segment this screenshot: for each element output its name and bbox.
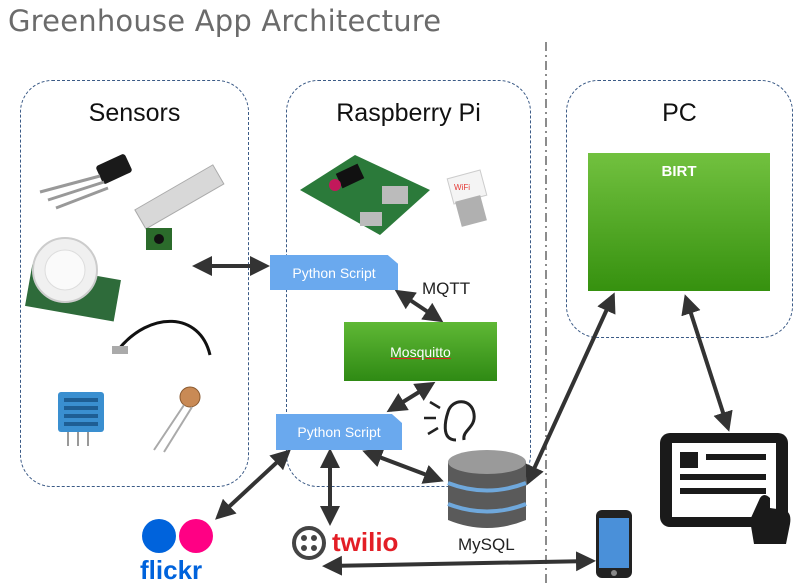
twilio-label: twilio: [332, 527, 399, 557]
probe-sensor-icon: [112, 319, 212, 356]
birt-label: BIRT: [661, 163, 697, 180]
twilio-logo-mark: [292, 526, 326, 560]
mosquitto-label: Mosquitto: [390, 343, 451, 360]
python-script-1: Python Script: [270, 255, 398, 290]
wifi-dongle-icon: WiFi: [446, 169, 488, 227]
diagram-title: Greenhouse App Architecture: [8, 4, 442, 38]
humidity-sensor-icon: [58, 392, 104, 446]
pir-sensor-icon: [25, 237, 121, 322]
arrow-mysql-pc: [525, 292, 616, 486]
python-script-2: Python Script: [276, 414, 402, 450]
temperature-sensor-icon: [39, 154, 132, 210]
birt-box: BIRT: [588, 153, 770, 291]
arrow-pc-tablet: [681, 294, 733, 432]
mosquitto-box: Mosquitto: [344, 322, 497, 381]
sensors-panel: [20, 80, 249, 487]
database-icon: [447, 450, 527, 528]
svg-text:WiFi: WiFi: [454, 183, 470, 192]
flickr-logo: [142, 519, 213, 553]
arrow-script-mosquitto: [394, 289, 444, 323]
ear-icon: [424, 400, 476, 442]
flickr-label: flickr: [140, 555, 203, 585]
pc-title: PC: [662, 99, 697, 127]
sensors-title: Sensors: [88, 99, 181, 127]
mysql-label: MySQL: [458, 535, 515, 554]
pc-panel: [566, 80, 793, 338]
camera-module-icon: [134, 164, 225, 250]
tablet-icon: [660, 433, 791, 544]
arrow-twilio-phone: [322, 551, 596, 576]
arrow-mosquitto-script2: [386, 381, 436, 413]
photoresistor-icon: [153, 386, 201, 453]
raspberry-pi-board-icon: [300, 155, 430, 235]
mqtt-label: MQTT: [422, 279, 471, 298]
arrow-script2-flickr: [215, 449, 291, 520]
arrow-script2-mysql: [362, 448, 444, 484]
smartphone-icon: [596, 510, 632, 578]
raspberry-pi-title: Raspberry Pi: [336, 99, 481, 127]
